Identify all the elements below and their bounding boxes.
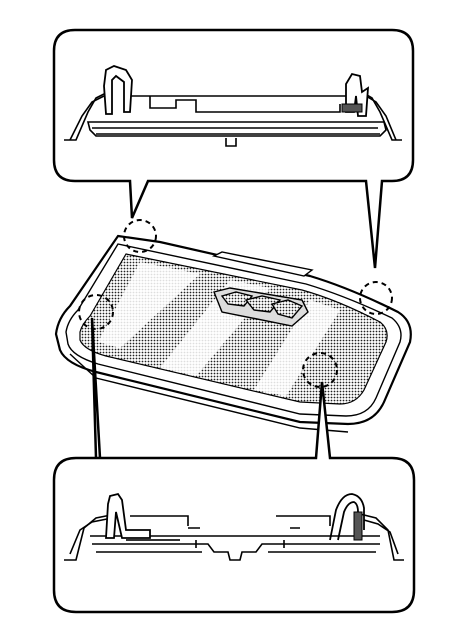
bottom-callout — [52, 317, 416, 614]
top-callout-frame — [52, 28, 415, 269]
bottom-left-clip — [105, 492, 151, 539]
lamp-assembly — [54, 234, 412, 433]
top-callout — [52, 28, 415, 269]
clip-marker-bottom-left — [78, 294, 114, 330]
clip-marker-bottom-right — [302, 352, 338, 388]
clip-location-markers — [78, 219, 393, 388]
switch-block — [213, 287, 309, 327]
lamp-top-rail — [211, 251, 314, 277]
clip-marker-top-left — [123, 219, 157, 253]
top-left-clip — [103, 65, 133, 115]
lamp-body-rim — [65, 243, 402, 417]
clip-marker-top-right — [359, 281, 393, 315]
bottom-right-clip — [329, 493, 365, 541]
bottom-right-clip-detail — [353, 511, 363, 541]
top-right-clip-detail — [341, 103, 363, 113]
